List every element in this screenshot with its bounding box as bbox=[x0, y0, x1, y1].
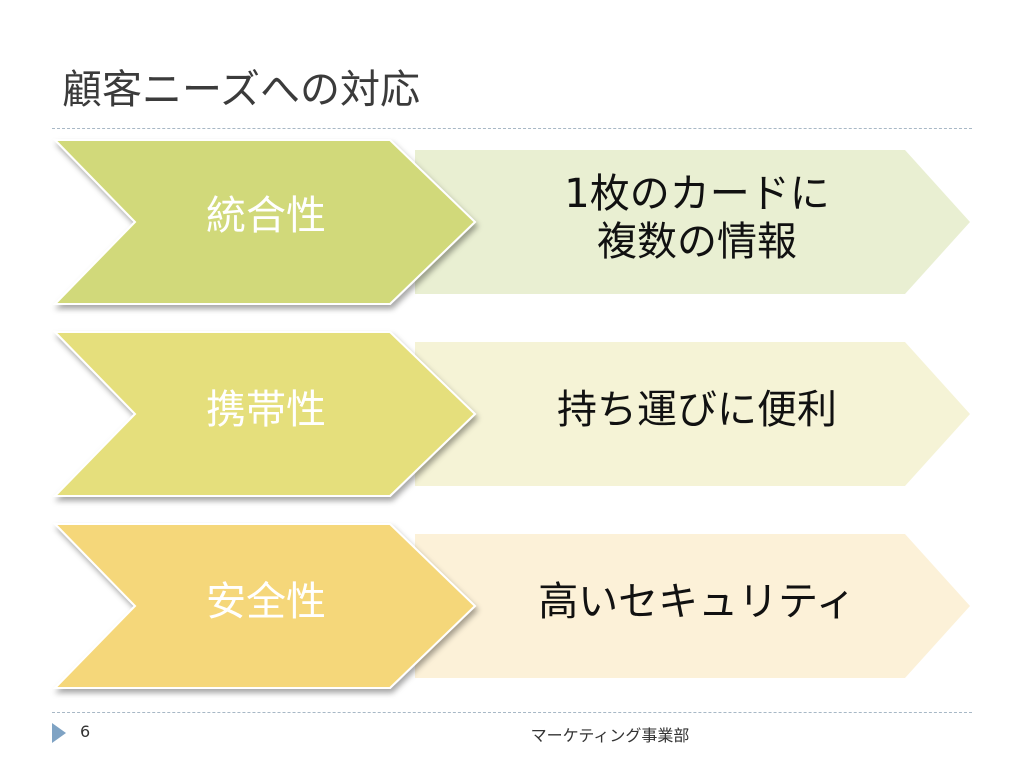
description-integration: 1枚のカードに 複数の情報 bbox=[497, 170, 897, 266]
description-arrow bbox=[415, 534, 970, 678]
description-line: 持ち運びに便利 bbox=[557, 387, 837, 433]
page-number: 6 bbox=[80, 722, 91, 741]
description-arrow bbox=[415, 342, 970, 486]
footer-department: マーケティング事業部 bbox=[530, 726, 690, 745]
title-divider bbox=[52, 128, 972, 129]
slide-title: 顧客ニーズへの対応 bbox=[62, 67, 420, 113]
chevron-label-integration: 統合性 bbox=[206, 193, 326, 239]
chevron-label-portability: 携帯性 bbox=[206, 387, 326, 433]
footer-triangle-icon bbox=[52, 723, 66, 743]
description-line: 高いセキュリティ bbox=[538, 579, 856, 625]
description-line: 複数の情報 bbox=[597, 219, 797, 265]
footer-divider bbox=[52, 712, 972, 713]
description-portability: 持ち運びに便利 bbox=[497, 386, 897, 434]
chevron-arrow bbox=[52, 523, 477, 689]
chevron-arrow bbox=[52, 139, 477, 305]
description-arrow bbox=[415, 150, 970, 294]
description-security: 高いセキュリティ bbox=[497, 578, 897, 626]
description-line: 1枚のカードに bbox=[564, 171, 830, 217]
chevron-label-security: 安全性 bbox=[206, 579, 326, 625]
chevron-arrow bbox=[52, 331, 477, 497]
